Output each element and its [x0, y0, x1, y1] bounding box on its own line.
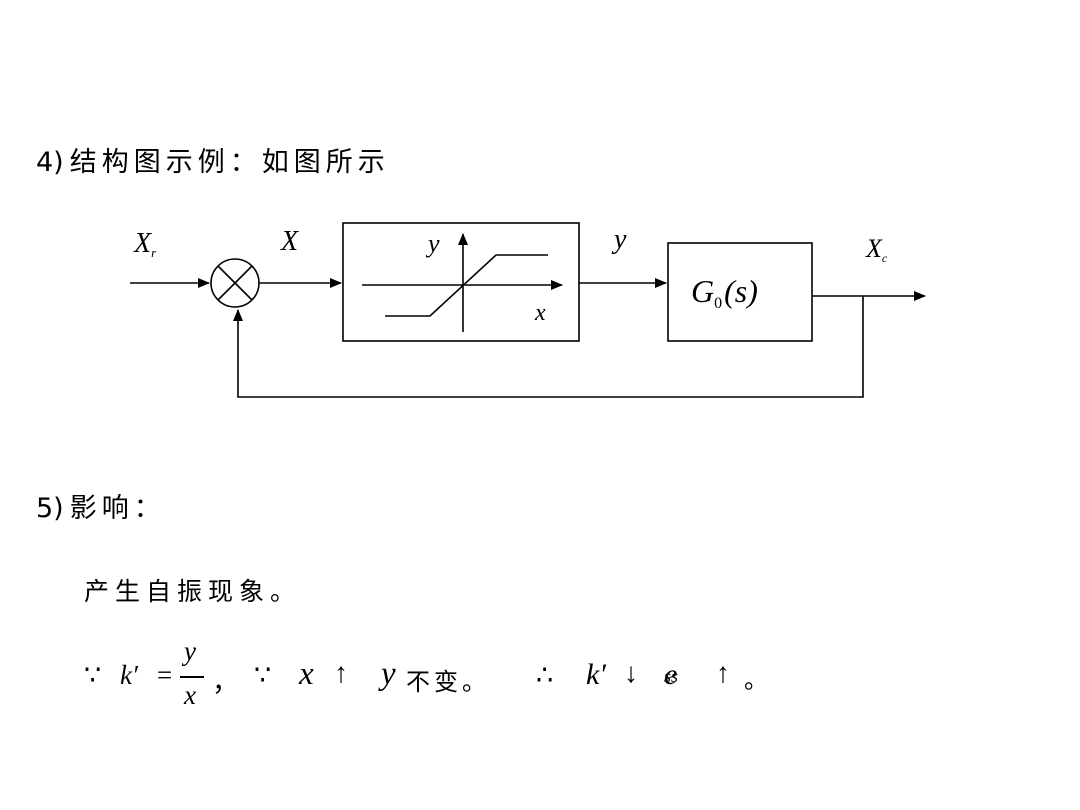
comma: ，: [212, 667, 239, 698]
input-label: Xr: [133, 228, 157, 260]
section-4-heading: 4)结构图示例：如图所示: [36, 140, 390, 179]
period: 。: [744, 666, 768, 694]
mid-label: y: [611, 224, 627, 255]
fraction-numerator: y: [184, 636, 196, 666]
because-symbol-1: ∵: [84, 660, 102, 690]
saturation-block: [342, 222, 580, 342]
effect-text: 产生自振现象。: [84, 577, 302, 606]
e-up-arrow: ↑: [716, 658, 730, 689]
equals-sign: =: [157, 660, 173, 690]
k-prime: k′: [120, 660, 138, 690]
y-variable: y: [381, 656, 396, 692]
saturation-curve: [385, 254, 548, 317]
summing-cross-2: [217, 265, 253, 301]
error-label: X: [280, 226, 299, 257]
x-variable: x: [299, 656, 314, 692]
saturation-y-label: y: [425, 229, 440, 258]
section-5-number: 5): [36, 493, 64, 524]
k-down-arrow: ↓: [624, 658, 638, 689]
therefore-symbol: ∴: [536, 660, 554, 690]
x-up-arrow: ↑: [334, 658, 348, 689]
section-5-text: 影响：: [69, 493, 166, 524]
fraction-denominator: x: [184, 680, 196, 710]
because-symbol-2: ∵: [254, 660, 272, 690]
fraction-bar: [180, 676, 204, 678]
g0-block: [667, 242, 813, 342]
section-5-heading: 5)影响：: [36, 486, 166, 525]
output-label: Xc: [865, 234, 888, 265]
section-4-text: 结构图示例：如图所示: [69, 147, 390, 178]
saturation-x-label: x: [534, 300, 546, 326]
feedback-line: [233, 296, 864, 398]
unchanged-text: 不变。: [406, 668, 490, 696]
section-4-number: 4): [36, 147, 64, 178]
g0-label: G0(s): [691, 273, 758, 312]
k-prime-2: k′: [586, 658, 606, 691]
